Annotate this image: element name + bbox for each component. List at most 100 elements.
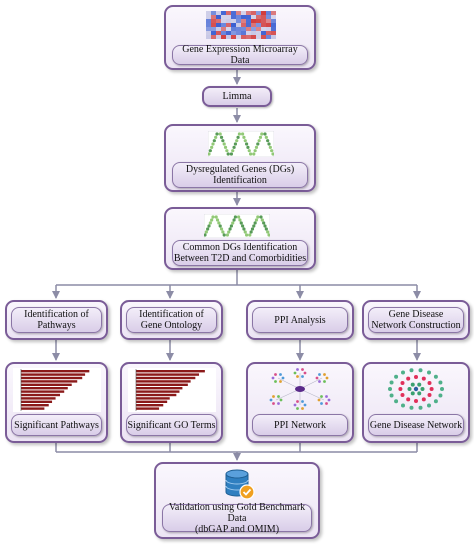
dg-point	[271, 152, 274, 156]
ppi-node	[293, 403, 297, 407]
ppi-node	[325, 395, 328, 398]
gdn-node	[438, 380, 443, 385]
bar	[21, 373, 86, 376]
heatmap-cell	[261, 15, 266, 19]
heatmap-cell	[241, 23, 246, 27]
bar	[136, 387, 183, 390]
heatmap-cell	[241, 19, 246, 23]
sig-pathways-box: Significant Pathways	[5, 362, 108, 443]
gdn-node	[400, 381, 405, 385]
ppi-node	[303, 403, 307, 407]
common-dgs-text: Common DGs Identification Between T2D an…	[173, 242, 307, 264]
heatmap-cell	[211, 23, 216, 27]
dg-point	[208, 221, 212, 225]
dg-point	[250, 227, 255, 231]
gdn-node	[394, 399, 399, 404]
dg-point	[259, 215, 263, 219]
dg-point	[233, 215, 237, 219]
dg-point	[253, 149, 257, 153]
heatmap-cell	[271, 23, 276, 27]
dg-point	[267, 142, 271, 146]
dg-point	[266, 139, 270, 143]
dg-point	[219, 135, 224, 139]
dg-point	[211, 215, 215, 219]
gdn-node	[427, 403, 431, 408]
heatmap-cell	[236, 15, 241, 19]
dg-point	[211, 142, 215, 146]
heatmap-cell	[271, 31, 276, 35]
heatmap-cell	[236, 23, 241, 27]
ppi-node	[320, 395, 323, 398]
dg-point	[206, 227, 210, 231]
heatmap-cell	[241, 27, 246, 31]
heatmap-cell	[221, 23, 226, 27]
pathways-text: Identification of Pathways	[24, 309, 89, 331]
bar	[136, 373, 200, 376]
heatmap-cell	[236, 31, 241, 35]
sig-go-text: Significant GO Terms	[127, 419, 216, 431]
heatmap-cell	[246, 23, 251, 27]
bar	[136, 400, 168, 403]
bar	[136, 404, 164, 407]
gene-disease-box: Gene Disease Network Construction	[362, 300, 470, 340]
heatmap-cell	[216, 35, 221, 39]
bar	[21, 383, 72, 386]
ppi-node	[281, 376, 285, 380]
heatmap-cell	[266, 31, 271, 35]
dg-point	[215, 218, 220, 222]
gdn-center	[413, 386, 419, 392]
gdn-node	[417, 391, 422, 396]
ppi-node	[293, 371, 297, 375]
bar	[136, 370, 205, 373]
dg-point	[263, 224, 267, 228]
dg-point	[236, 135, 240, 139]
heatmap-cell	[271, 27, 276, 31]
gdn-node	[427, 393, 432, 397]
dg-point	[218, 132, 222, 136]
gdn-node	[417, 382, 422, 387]
ppi-node	[317, 398, 321, 402]
heatmap-cell	[256, 35, 261, 39]
heatmap-cell	[226, 23, 231, 27]
ppi-node	[296, 400, 299, 403]
dg-point	[245, 233, 249, 237]
dg-point	[257, 139, 261, 143]
gdn-node	[414, 399, 418, 403]
limma-box: Limma	[202, 86, 272, 107]
dg-point	[210, 145, 214, 149]
heatmap-cell	[226, 15, 231, 19]
ppi-analysis-box: PPI Analysis	[246, 300, 354, 340]
dg-point	[204, 230, 208, 234]
dg-point	[243, 139, 247, 143]
heatmap-cell	[246, 11, 251, 15]
heatmap-cell	[266, 19, 271, 23]
heatmap-cell	[216, 15, 221, 19]
gdn-node	[427, 381, 432, 385]
gdn-node	[418, 405, 423, 410]
gdn-node	[389, 393, 394, 398]
validation-label: Validation using Gold Benchmark Data (db…	[162, 502, 312, 535]
gdn-node	[394, 374, 399, 379]
heatmap-cell	[256, 31, 261, 35]
heatmap-cell	[221, 27, 226, 31]
ppi-node	[279, 380, 282, 383]
heatmap-cell	[236, 27, 241, 31]
heatmap-cell	[211, 11, 216, 15]
ppi-node	[315, 376, 319, 380]
gdn-node	[438, 393, 443, 398]
gdn-node	[410, 391, 415, 396]
gdn-node	[401, 403, 405, 408]
bar	[136, 383, 188, 386]
dg-point	[227, 230, 231, 234]
network-icon	[269, 368, 331, 410]
heatmap-cell	[251, 31, 256, 35]
dg-point	[225, 233, 229, 237]
bar-chart-icon	[13, 368, 101, 412]
ppi-node	[325, 376, 329, 380]
dg-point	[222, 233, 226, 237]
heatmap-cell	[251, 15, 256, 19]
dg-point	[229, 152, 233, 156]
ppi-node	[271, 376, 275, 380]
dg-point	[247, 149, 251, 153]
dg-point	[207, 224, 211, 228]
